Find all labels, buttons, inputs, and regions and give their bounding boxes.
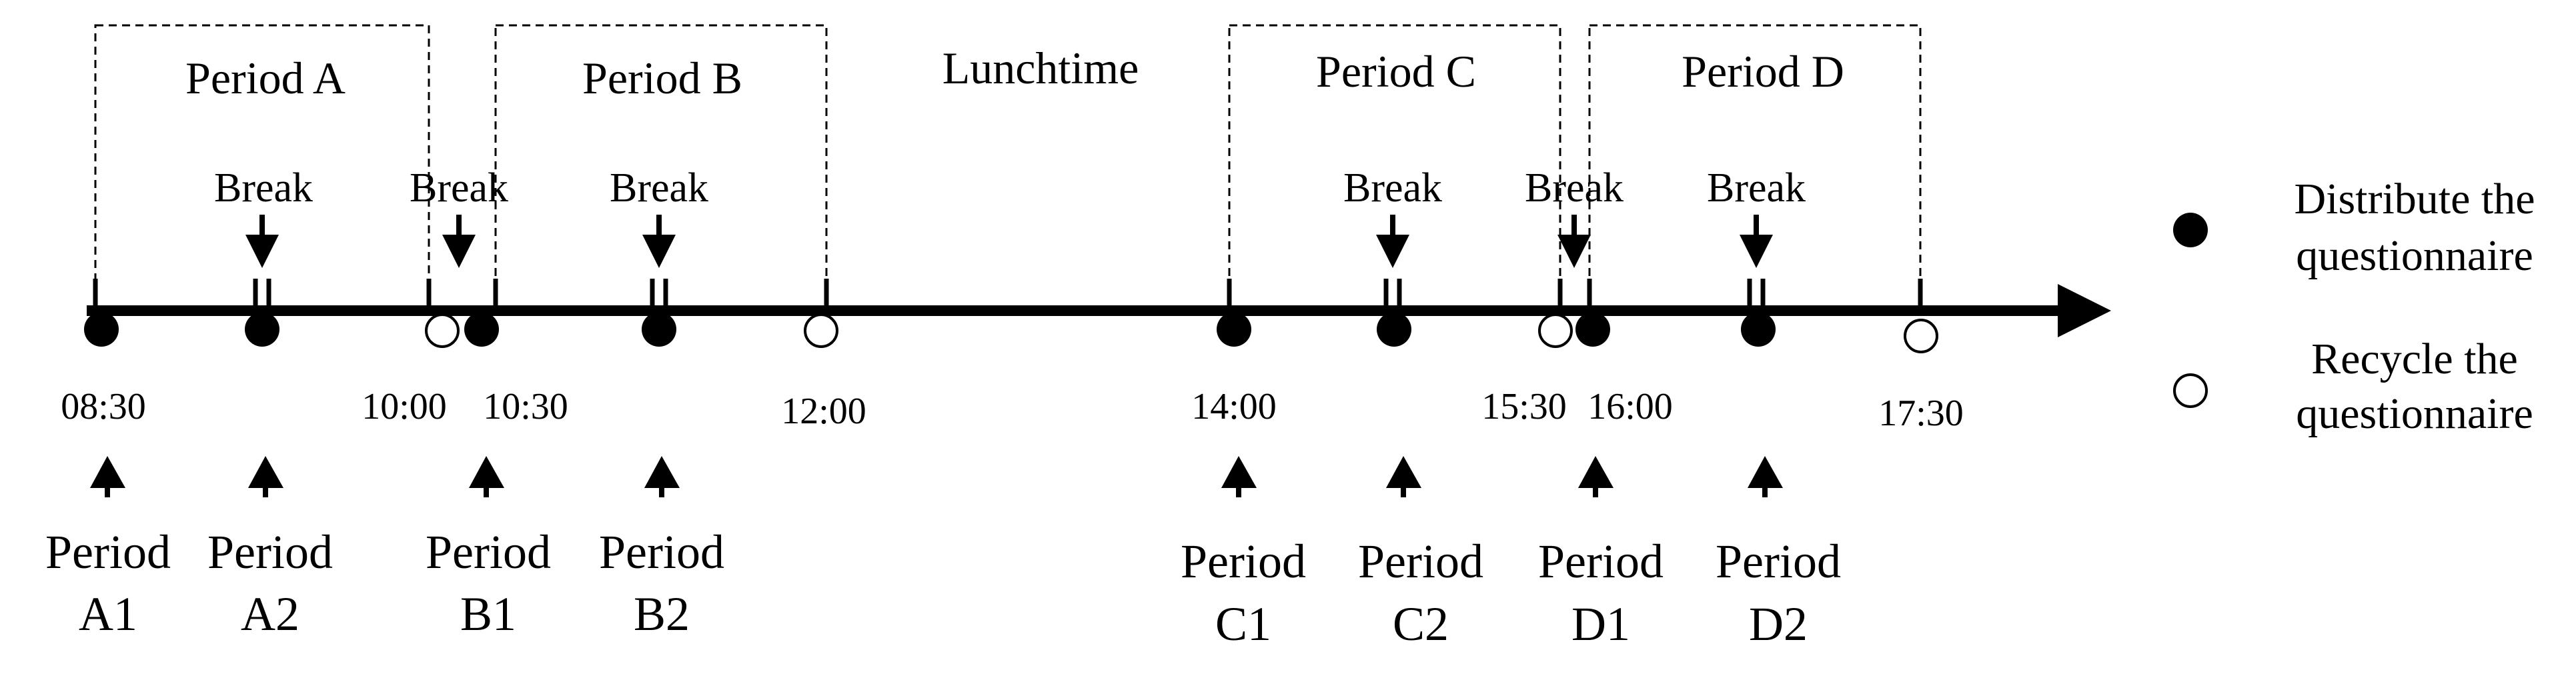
legend-distribute-marker bbox=[2173, 213, 2208, 247]
break-arrow-cd bbox=[1557, 215, 1591, 268]
lunchtime-label: Lunchtime bbox=[942, 43, 1139, 93]
sub-period-a2-line1: Period bbox=[207, 525, 333, 579]
distribute-marker-a2 bbox=[245, 312, 279, 347]
sub-period-a1-line2: A1 bbox=[79, 587, 137, 641]
sub-period-a2-line2: A2 bbox=[241, 587, 299, 641]
time-label-1530: 15:30 bbox=[1481, 386, 1567, 427]
break-arrow-b bbox=[642, 215, 676, 268]
recycle-marker-b bbox=[804, 313, 838, 348]
up-arrow-b2 bbox=[644, 456, 680, 497]
sub-period-d2-line1: Period bbox=[1716, 535, 1841, 588]
distribute-marker-a1 bbox=[84, 312, 119, 347]
break-arrow-c bbox=[1376, 215, 1409, 268]
time-label-0830: 08:30 bbox=[61, 386, 146, 427]
break-label-cd: Break bbox=[1525, 165, 1624, 211]
period-b-box bbox=[494, 24, 828, 315]
period-c-title: Period C bbox=[1316, 46, 1476, 97]
break-label-c: Break bbox=[1343, 165, 1442, 211]
up-arrow-a1 bbox=[90, 456, 125, 497]
legend-recycle-line1: Recycle the bbox=[2311, 335, 2518, 383]
time-label-1030: 10:30 bbox=[483, 386, 568, 427]
period-c-box bbox=[1228, 24, 1561, 315]
period-d-title: Period D bbox=[1682, 46, 1844, 97]
sub-period-b1-line2: B1 bbox=[460, 587, 516, 641]
break-label-b: Break bbox=[610, 165, 708, 211]
legend: Distribute the questionnaire Recycle the… bbox=[2173, 175, 2535, 438]
break-label-a: Break bbox=[214, 165, 313, 211]
up-arrow-c1 bbox=[1221, 456, 1257, 497]
legend-distribute-line2: questionnaire bbox=[2296, 231, 2533, 280]
sub-period-d2-line2: D2 bbox=[1749, 597, 1808, 651]
timeline-arrowhead bbox=[2058, 284, 2111, 337]
distribute-marker-d1 bbox=[1575, 312, 1610, 347]
sub-period-b1-line1: Period bbox=[426, 525, 551, 579]
sub-period-c1-line1: Period bbox=[1181, 535, 1306, 588]
up-arrow-d2 bbox=[1748, 456, 1783, 497]
period-a-title: Period A bbox=[185, 53, 346, 103]
sub-period-c2-line2: C2 bbox=[1393, 597, 1449, 651]
break-label-ab: Break bbox=[410, 165, 508, 211]
sub-period-c1-line2: C1 bbox=[1215, 597, 1271, 651]
period-d-box bbox=[1588, 24, 1922, 315]
sub-period-b2-line2: B2 bbox=[634, 587, 690, 641]
break-arrow-a bbox=[245, 215, 279, 268]
distribute-marker-b2 bbox=[642, 312, 676, 347]
time-label-1200: 12:00 bbox=[781, 391, 866, 432]
time-label-1400: 14:00 bbox=[1191, 386, 1277, 427]
legend-recycle-marker bbox=[2173, 373, 2208, 408]
break-arrow-d bbox=[1740, 215, 1773, 268]
sub-period-d1-line2: D1 bbox=[1571, 597, 1630, 651]
distribute-marker-b1 bbox=[464, 312, 499, 347]
up-arrow-d1 bbox=[1578, 456, 1614, 497]
break-label-d: Break bbox=[1707, 165, 1806, 211]
up-arrow-a2 bbox=[248, 456, 283, 497]
time-label-1600: 16:00 bbox=[1587, 386, 1673, 427]
legend-recycle-line2: questionnaire bbox=[2296, 389, 2533, 438]
sub-period-c2-line1: Period bbox=[1358, 535, 1483, 588]
sub-period-a1-line1: Period bbox=[45, 525, 171, 579]
legend-distribute-line1: Distribute the bbox=[2294, 175, 2535, 223]
time-label-1000: 10:00 bbox=[362, 386, 447, 427]
up-arrow-c2 bbox=[1386, 456, 1421, 497]
distribute-marker-c2 bbox=[1377, 312, 1411, 347]
sub-period-d1-line1: Period bbox=[1538, 535, 1664, 588]
recycle-marker-a bbox=[425, 313, 460, 348]
distribute-marker-c1 bbox=[1217, 312, 1251, 347]
recycle-marker-c bbox=[1538, 313, 1573, 348]
distribute-marker-d2 bbox=[1741, 312, 1776, 347]
up-arrow-b1 bbox=[469, 456, 504, 497]
break-arrow-ab bbox=[442, 215, 476, 268]
recycle-marker-d bbox=[1904, 319, 1938, 353]
period-b-title: Period B bbox=[582, 53, 742, 103]
timeline-ticks bbox=[93, 279, 1923, 313]
sub-period-b2-line1: Period bbox=[599, 525, 724, 579]
time-label-1730: 17:30 bbox=[1878, 393, 1964, 434]
